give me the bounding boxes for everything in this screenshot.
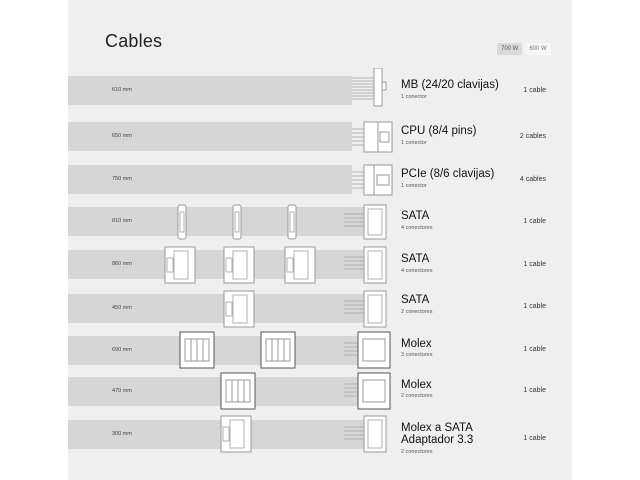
cable-length: 450 mm bbox=[112, 305, 132, 311]
cable-row-molex-sata-adapter: 300 mm Molex a SATA Adaptador 3.3 2 cone… bbox=[68, 415, 572, 455]
molex-end-connector-icon bbox=[344, 372, 391, 410]
cable-bar bbox=[68, 420, 364, 449]
cable-name: SATA bbox=[401, 294, 430, 306]
cable-row-molex-470: 470 mm Molex 2 conectores 1 cable bbox=[68, 372, 572, 410]
cable-connector-count: 4 conectores bbox=[401, 268, 433, 274]
cable-bar bbox=[68, 377, 364, 406]
sata-inline-connector-icon bbox=[287, 204, 297, 240]
pcie-8pin-connector-icon bbox=[352, 164, 393, 196]
cable-length: 470 mm bbox=[112, 388, 132, 394]
molex-connector-icon bbox=[179, 331, 215, 369]
sata-end-connector-icon bbox=[344, 246, 387, 284]
sata-connector-icon bbox=[223, 290, 255, 328]
cable-bar bbox=[68, 294, 364, 323]
cable-quantity: 1 cable bbox=[523, 435, 546, 442]
cable-length: 860 mm bbox=[112, 261, 132, 267]
molex-end-connector-icon bbox=[344, 331, 391, 369]
sata-adapter-connector-icon bbox=[220, 415, 252, 453]
cable-bar bbox=[68, 122, 352, 151]
cables-panel bbox=[68, 0, 572, 480]
cable-connector-count: 1 conector bbox=[401, 94, 427, 100]
cable-name: PCIe (8/6 clavijas) bbox=[401, 168, 495, 180]
molex-connector-icon bbox=[260, 331, 296, 369]
cpu-8pin-connector-icon bbox=[352, 121, 393, 153]
cable-quantity: 1 cable bbox=[523, 303, 546, 310]
cable-bar bbox=[68, 336, 364, 365]
cable-name: SATA bbox=[401, 253, 430, 265]
wattage-toggle[interactable]: 700 W 600 W bbox=[497, 43, 551, 55]
cable-name: Molex a SATA bbox=[401, 422, 473, 434]
page-title: Cables bbox=[105, 31, 163, 51]
sata-inline-connector-icon bbox=[177, 204, 187, 240]
cable-row-sata-450: 450 mm SATA 2 conectores 1 cable bbox=[68, 290, 572, 328]
cable-row-pcie: 750 mm PCIe (8/6 clavijas) 1 conector 4 … bbox=[68, 164, 572, 196]
cable-length: 750 mm bbox=[112, 176, 132, 182]
cable-quantity: 4 cables bbox=[519, 176, 546, 183]
cable-quantity: 1 cable bbox=[523, 261, 546, 268]
sata-inline-connector-icon bbox=[232, 204, 242, 240]
cable-quantity: 1 cable bbox=[523, 87, 546, 94]
sata-connector-icon bbox=[223, 246, 255, 284]
cable-quantity: 1 cable bbox=[523, 346, 546, 353]
cable-row-molex-690: 690 mm Molex 3 conectores 1 cable bbox=[68, 331, 572, 369]
cable-name-line2: Adaptador 3.3 bbox=[401, 434, 474, 446]
cable-length: 300 mm bbox=[112, 431, 132, 437]
sata-connector-icon bbox=[284, 246, 316, 284]
cable-bar bbox=[68, 165, 352, 194]
cable-row-sata-810: 810 mm SATA 4 conectores 1 cable bbox=[68, 204, 572, 240]
sata-end-connector-icon bbox=[344, 415, 387, 453]
cable-row-cpu: 650 mm CPU (8/4 pins) 1 conector 2 cable… bbox=[68, 121, 572, 153]
cable-name: Molex bbox=[401, 338, 432, 350]
cable-length: 810 mm bbox=[112, 218, 132, 224]
cable-length: 690 mm bbox=[112, 347, 132, 353]
cable-quantity: 1 cable bbox=[523, 218, 546, 225]
cable-connector-count: 1 conector bbox=[401, 183, 427, 189]
wattage-700-button[interactable]: 700 W bbox=[497, 43, 523, 55]
molex-connector-icon bbox=[220, 372, 256, 410]
cable-connector-count: 2 conectores bbox=[401, 393, 433, 399]
mb-24pin-connector-icon bbox=[352, 68, 387, 107]
sata-end-connector-icon bbox=[344, 290, 387, 328]
cable-name: SATA bbox=[401, 210, 430, 222]
cable-length: 610 mm bbox=[112, 87, 132, 93]
cable-connector-count: 2 conectores bbox=[401, 449, 433, 455]
sata-connector-icon bbox=[164, 246, 196, 284]
wattage-600-button[interactable]: 600 W bbox=[525, 43, 551, 55]
cable-name: Molex bbox=[401, 379, 432, 391]
cable-quantity: 1 cable bbox=[523, 387, 546, 394]
cable-name: MB (24/20 clavijas) bbox=[401, 79, 499, 91]
cable-bar bbox=[68, 76, 352, 105]
cable-connector-count: 3 conectores bbox=[401, 352, 433, 358]
cable-row-sata-860: 860 mm SATA 4 conectores 1 cable bbox=[68, 246, 572, 284]
cable-quantity: 2 cables bbox=[519, 133, 546, 140]
cable-bar bbox=[68, 207, 364, 236]
cable-length: 650 mm bbox=[112, 133, 132, 139]
cable-name: CPU (8/4 pins) bbox=[401, 125, 477, 137]
cable-row-mb: 610 mm MB (24/20 clavijas) 1 conector 1 … bbox=[68, 68, 572, 107]
cable-connector-count: 2 conectores bbox=[401, 309, 433, 315]
sata-end-connector-icon bbox=[344, 204, 387, 240]
cable-connector-count: 4 conectores bbox=[401, 225, 433, 231]
cable-connector-count: 1 conector bbox=[401, 140, 427, 146]
